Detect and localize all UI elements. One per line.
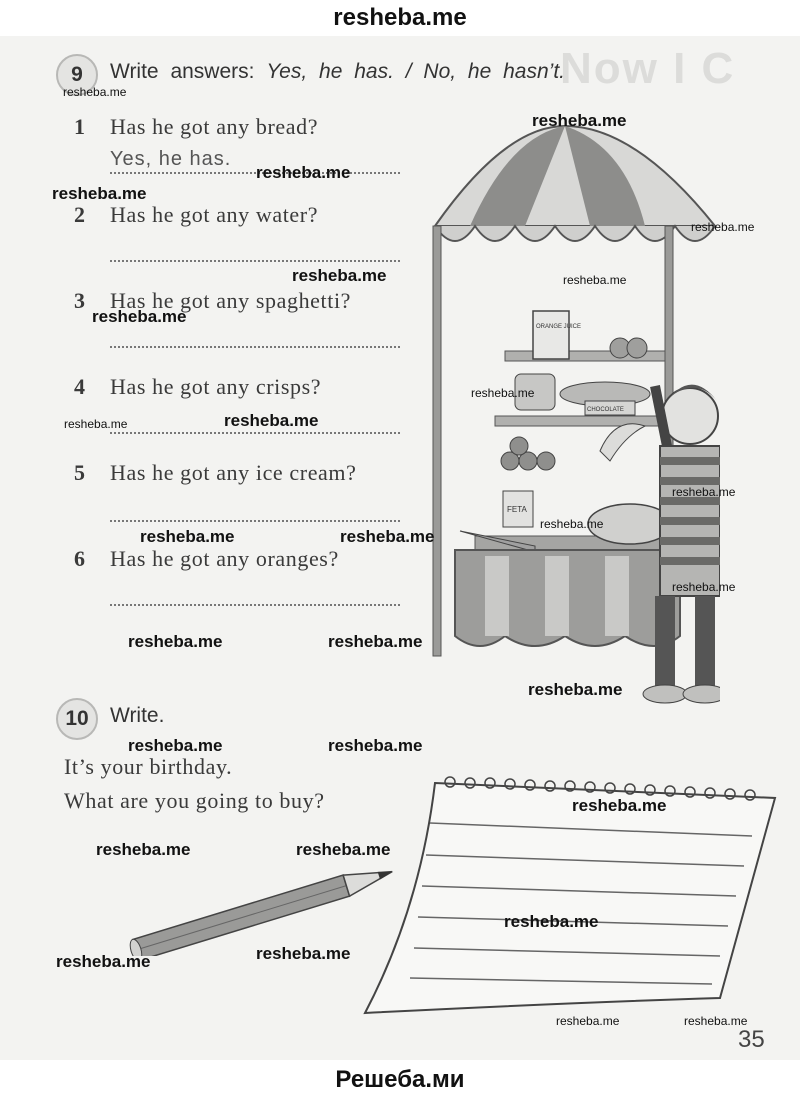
answer-line-5[interactable] bbox=[110, 520, 400, 522]
question-text: Has he got any oranges? bbox=[110, 546, 339, 571]
watermark: resheba.me bbox=[292, 266, 387, 285]
question-6: 6 Has he got any oranges? bbox=[74, 546, 339, 572]
pencil-illustration bbox=[129, 870, 393, 956]
exercise-10-badge: 10 bbox=[56, 698, 98, 740]
question-text: Has he got any spaghetti? bbox=[110, 288, 352, 313]
watermark: resheba.me bbox=[556, 1014, 620, 1028]
site-footer: Решеба.ми bbox=[335, 1066, 465, 1093]
question-text: Has he got any ice cream? bbox=[110, 460, 357, 485]
watermark: resheba.me bbox=[532, 111, 627, 130]
question-5: 5 Has he got any ice cream? bbox=[74, 460, 357, 486]
answer-line-4[interactable] bbox=[110, 432, 400, 434]
watermark: resheba.me bbox=[572, 796, 667, 815]
watermark: resheba.me bbox=[63, 85, 127, 99]
watermark: resheba.me bbox=[328, 632, 423, 651]
watermark: resheba.me bbox=[684, 1014, 748, 1028]
watermark: resheba.me bbox=[471, 386, 535, 400]
question-number: 5 bbox=[74, 460, 86, 485]
watermark: resheba.me bbox=[672, 485, 736, 499]
watermark: resheba.me bbox=[328, 736, 423, 755]
answer-line-3[interactable] bbox=[110, 346, 400, 348]
watermark: resheba.me bbox=[56, 952, 151, 971]
question-number: 6 bbox=[74, 546, 86, 571]
watermark: resheba.me bbox=[92, 307, 187, 326]
watermark: resheba.me bbox=[296, 840, 391, 859]
exercise-9-badge: 9 bbox=[56, 54, 98, 96]
watermark: resheba.me bbox=[96, 840, 191, 859]
exercise-10-number: 10 bbox=[65, 707, 89, 730]
instruction-plain: Write answers: bbox=[110, 60, 267, 83]
instruction-italic: Yes, he has. / No, he hasn’t. bbox=[266, 60, 565, 83]
watermark: resheba.me bbox=[528, 680, 623, 699]
question-2: 2 Has he got any water? bbox=[74, 202, 318, 228]
birthday-line: It’s your birthday. bbox=[64, 754, 233, 779]
question-1: 1 Has he got any bread? bbox=[74, 114, 318, 140]
answer-line-6[interactable] bbox=[110, 604, 400, 606]
question-text: Has he got any water? bbox=[110, 202, 319, 227]
market-stall-illustration: ORANGE JUICE CHOCOLATE FETA bbox=[432, 124, 720, 704]
watermark: resheba.me bbox=[256, 163, 351, 182]
watermark: resheba.me bbox=[256, 944, 351, 963]
watermark: resheba.me bbox=[504, 912, 599, 931]
chocolate-label: CHOCOLATE bbox=[587, 407, 624, 413]
watermark: resheba.me bbox=[563, 273, 627, 287]
example-answer: Yes, he has. bbox=[110, 148, 232, 170]
exercise-9-number: 9 bbox=[71, 63, 83, 86]
question-number: 4 bbox=[74, 374, 86, 399]
orange-juice-label: ORANGE JUICE bbox=[536, 324, 581, 330]
bleed-through-text: Now I C bbox=[560, 44, 736, 93]
watermark: resheba.me bbox=[224, 411, 319, 430]
watermark: resheba.me bbox=[64, 417, 128, 431]
question-number: 1 bbox=[74, 114, 86, 139]
question-number: 3 bbox=[74, 288, 86, 313]
watermark: resheba.me bbox=[672, 580, 736, 594]
watermark: resheba.me bbox=[128, 736, 223, 755]
notepad-illustration[interactable] bbox=[360, 768, 780, 1028]
question-3: 3 Has he got any spaghetti? bbox=[74, 288, 351, 314]
textbook-page: Now I C 9 Write answers: Yes, he has. / … bbox=[0, 36, 800, 1060]
watermark: resheba.me bbox=[340, 527, 435, 546]
feta-label: FETA bbox=[507, 505, 528, 514]
watermark: resheba.me bbox=[540, 517, 604, 531]
question-text: Has he got any bread? bbox=[110, 114, 319, 139]
watermark: resheba.me bbox=[128, 632, 223, 651]
page-number: 35 bbox=[738, 1026, 765, 1053]
question-4: 4 Has he got any crisps? bbox=[74, 374, 321, 400]
question-line: What are you going to buy? bbox=[64, 788, 325, 813]
exercise-10-instruction: Write. bbox=[110, 704, 165, 727]
exercise-9-instruction: Write answers: Yes, he has. / No, he has… bbox=[110, 60, 565, 84]
question-text: Has he got any crisps? bbox=[110, 374, 322, 399]
answer-line-2[interactable] bbox=[110, 260, 400, 262]
answer-line-1[interactable] bbox=[110, 172, 400, 174]
watermark: resheba.me bbox=[52, 184, 147, 203]
site-header: resheba.me bbox=[333, 4, 467, 31]
question-number: 2 bbox=[74, 202, 86, 227]
watermark: resheba.me bbox=[140, 527, 235, 546]
watermark: resheba.me bbox=[691, 220, 755, 234]
